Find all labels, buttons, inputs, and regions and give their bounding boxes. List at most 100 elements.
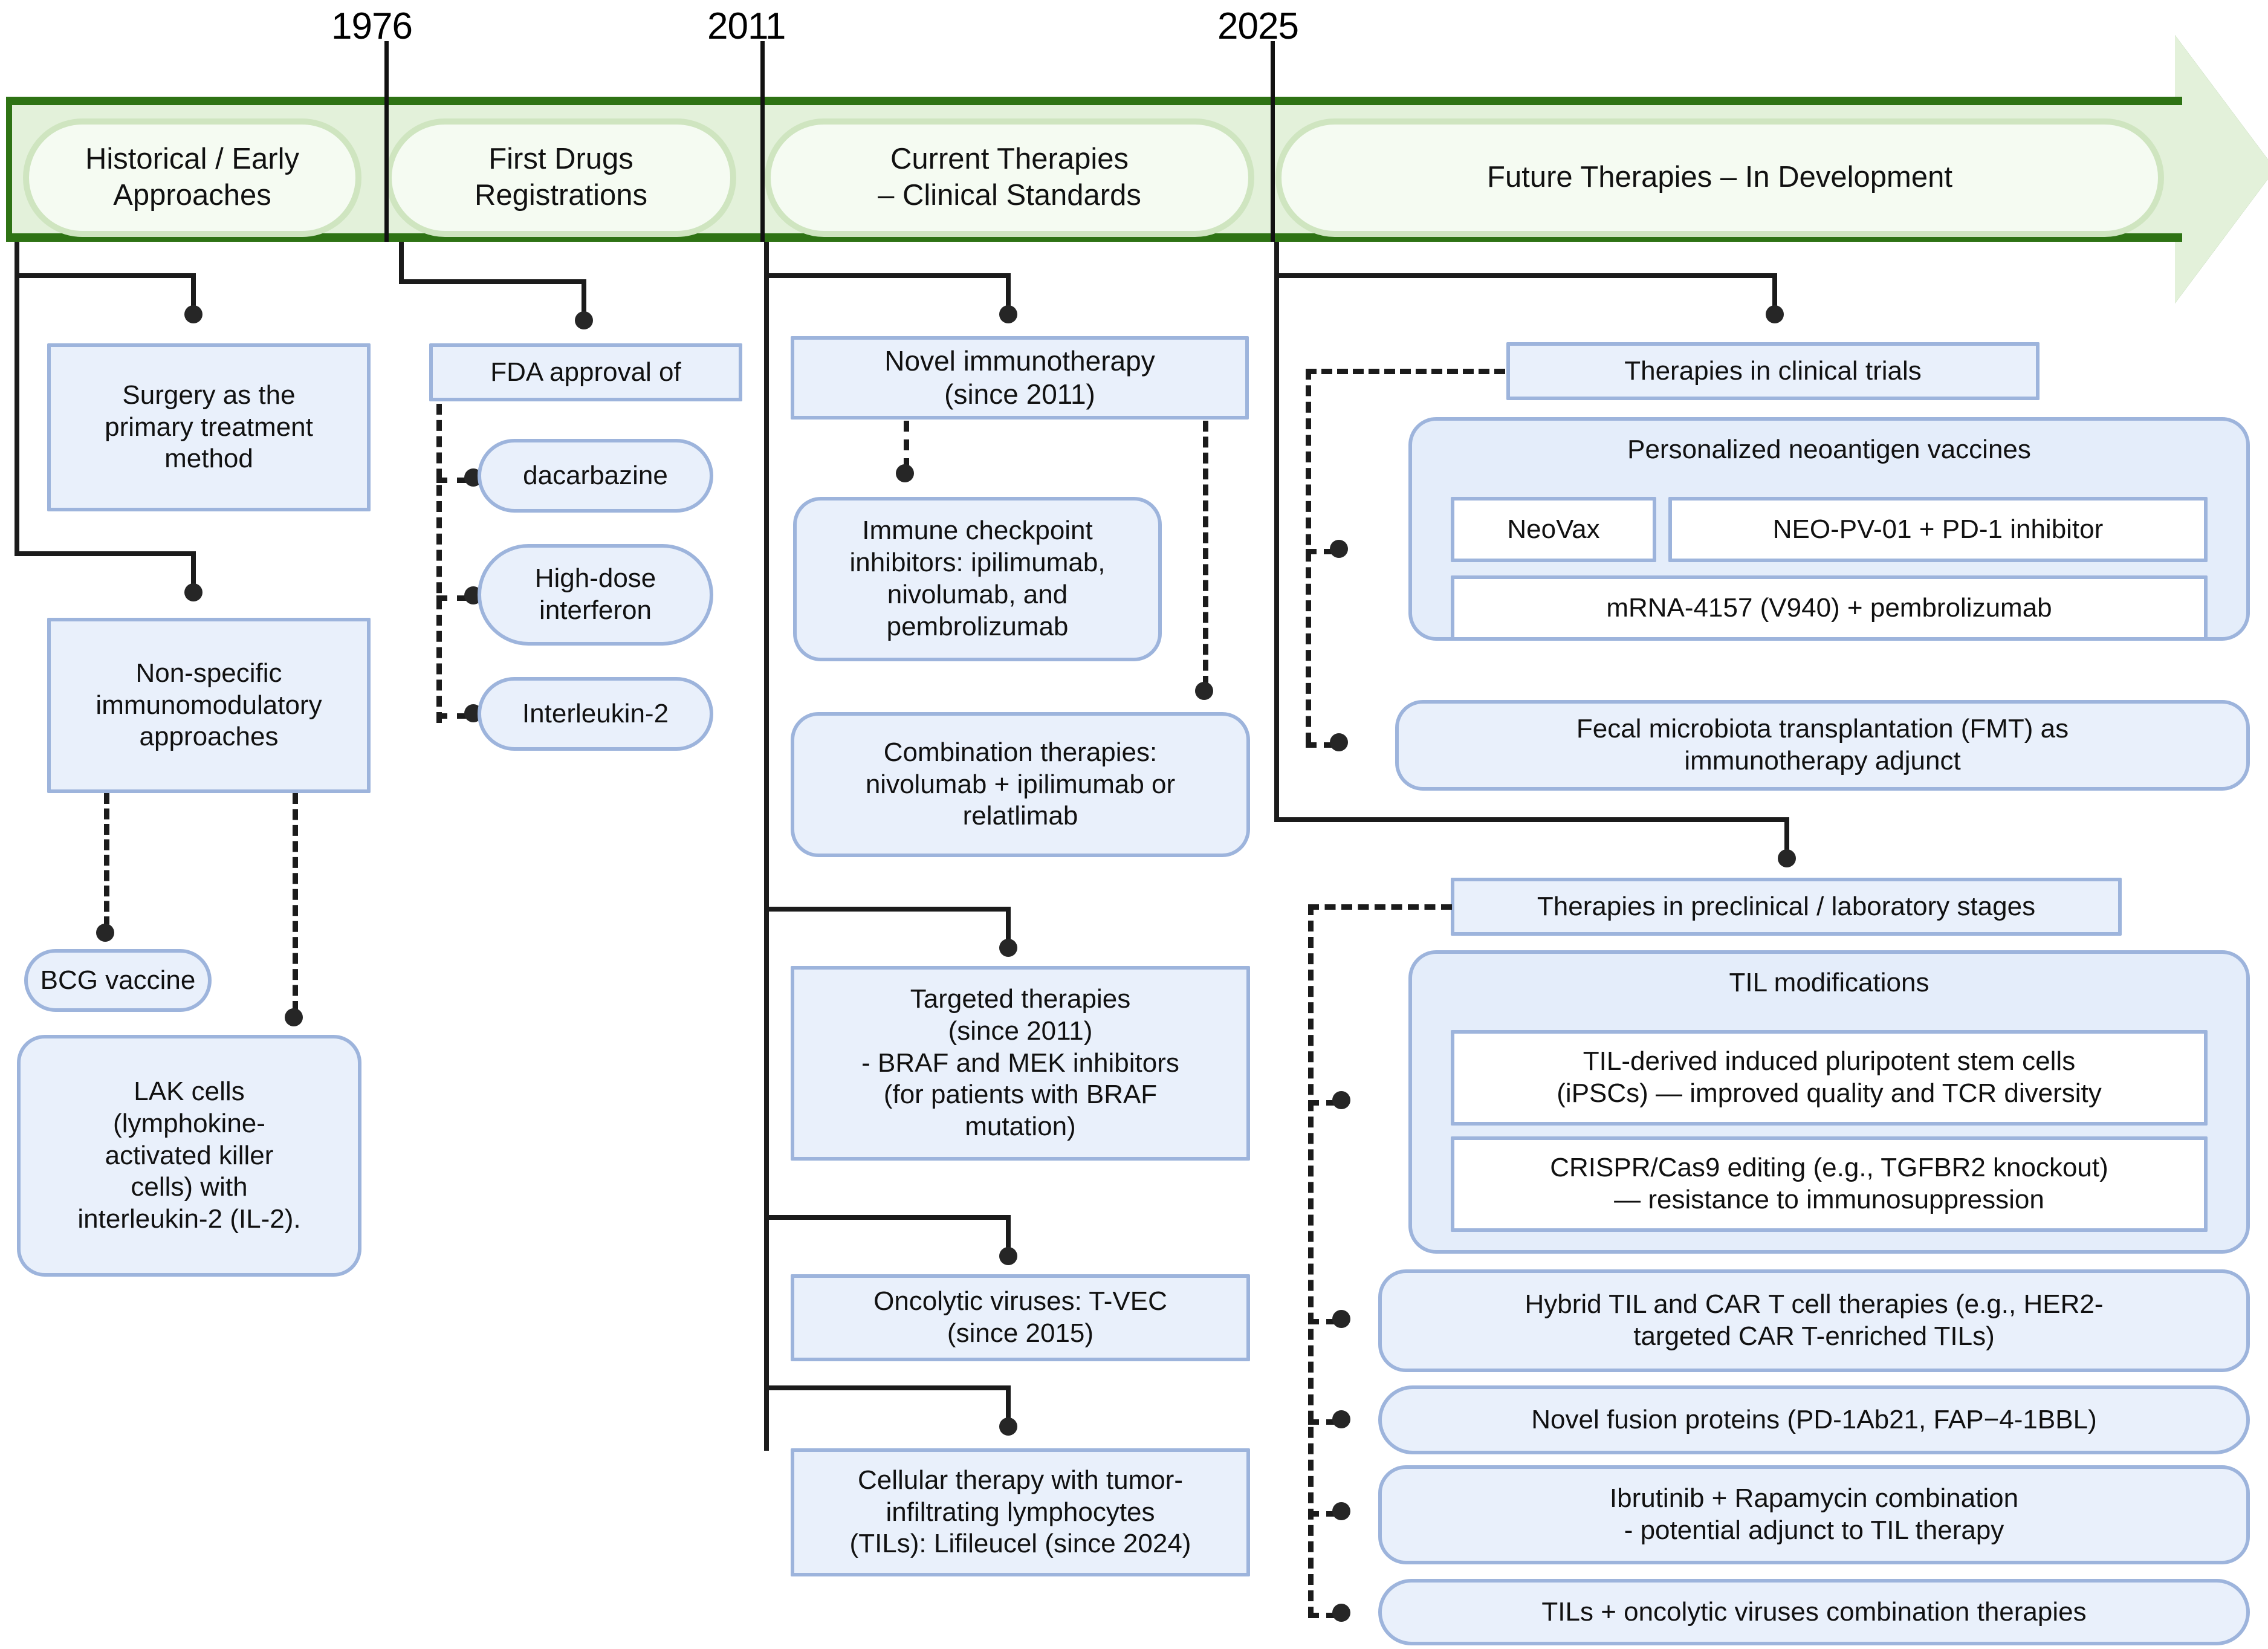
timeline-segment-current-label: Current Therapies– Clinical Standards xyxy=(765,118,1254,237)
group-til-modifications-title: TIL modifications xyxy=(1729,968,1929,997)
connector-dashed-lak xyxy=(293,793,298,1012)
node-interleukin-2[interactable]: Interleukin-2 xyxy=(478,677,713,751)
node-tils-oncolytic[interactable]: TILs + oncolytic viruses combination the… xyxy=(1378,1579,2250,1645)
connector-dashed-combination xyxy=(1203,421,1208,687)
timeline-divider-1976 xyxy=(384,97,389,242)
connector-historical-branch-2 xyxy=(15,551,196,556)
connector-dashed-trials-spine xyxy=(1306,369,1311,744)
node-clinical-trials-header[interactable]: Therapies in clinical trials xyxy=(1506,342,2040,400)
node-fda-approval[interactable]: FDA approval of xyxy=(429,343,742,401)
node-neo-pv-01-label: NEO-PV-01 + PD-1 inhibitor xyxy=(1772,514,2104,544)
connector-dashed-tils-oncolytic xyxy=(1308,1613,1337,1618)
node-dacarbazine-label: dacarbazine xyxy=(523,460,668,490)
connector-future-branch-trials xyxy=(1274,273,1777,278)
timeline-segment-future-label: Future Therapies – In Development xyxy=(1275,118,2164,237)
connector-current-branch-4 xyxy=(764,1385,1011,1390)
connector-dot-oncolytic xyxy=(999,1247,1017,1265)
connector-dashed-drug-1 xyxy=(436,478,468,483)
connector-dashed-fmt xyxy=(1306,742,1335,748)
connector-current-spine xyxy=(764,242,769,1451)
connector-dot-til-mods xyxy=(1332,1091,1350,1109)
node-oncolytic-viruses[interactable]: Oncolytic viruses: T-VEC(since 2015) xyxy=(791,1274,1250,1361)
node-cellular-therapy[interactable]: Cellular therapy with tumor-infiltrating… xyxy=(791,1448,1250,1576)
timeline-segment-future[interactable]: Future Therapies – In Development xyxy=(1275,118,2164,237)
connector-dashed-trials-top xyxy=(1306,369,1505,374)
node-cellular-therapy-label: Cellular therapy with tumor-infiltrating… xyxy=(849,1465,1191,1559)
year-tick-2025 xyxy=(1271,41,1275,99)
node-ipsc[interactable]: TIL-derived induced pluripotent stem cel… xyxy=(1451,1030,2208,1126)
connector-dot-bcg xyxy=(96,924,114,942)
node-fda-approval-label: FDA approval of xyxy=(490,357,681,387)
node-hybrid-til-car-t[interactable]: Hybrid TIL and CAR T cell therapies (e.g… xyxy=(1378,1269,2250,1372)
node-ibrutinib-rapamycin-label: Ibrutinib + Rapamycin combination- poten… xyxy=(1609,1483,2019,1545)
connector-current-drop-2 xyxy=(1006,907,1011,944)
connector-dashed-drug-3 xyxy=(436,713,468,719)
node-novel-immunotherapy[interactable]: Novel immunotherapy(since 2011) xyxy=(791,336,1249,420)
connector-dot-fmt xyxy=(1330,733,1348,751)
node-oncolytic-viruses-label: Oncolytic viruses: T-VEC(since 2015) xyxy=(873,1286,1167,1348)
group-neoantigen-vaccines-title: Personalized neoantigen vaccines xyxy=(1627,435,2031,464)
connector-firstdrugs-drop xyxy=(582,279,586,317)
connector-dot-fusion xyxy=(1332,1410,1350,1428)
node-dacarbazine[interactable]: dacarbazine xyxy=(478,439,713,513)
connector-current-branch-2 xyxy=(764,907,1011,912)
node-ibrutinib-rapamycin[interactable]: Ibrutinib + Rapamycin combination- poten… xyxy=(1378,1465,2250,1564)
node-mrna-4157[interactable]: mRNA-4157 (V940) + pembrolizumab xyxy=(1451,575,2208,641)
node-bcg-vaccine-label: BCG vaccine xyxy=(40,965,196,995)
connector-dashed-hybrid xyxy=(1308,1319,1337,1324)
node-crispr-label: CRISPR/Cas9 editing (e.g., TGFBR2 knocko… xyxy=(1550,1153,2108,1214)
node-crispr[interactable]: CRISPR/Cas9 editing (e.g., TGFBR2 knocko… xyxy=(1451,1136,2208,1232)
connector-dashed-bcg xyxy=(104,793,109,927)
node-combination-therapies-label: Combination therapies:nivolumab + ipilim… xyxy=(865,737,1176,831)
connector-dot-checkpoint xyxy=(896,464,914,482)
node-neo-pv-01[interactable]: NEO-PV-01 + PD-1 inhibitor xyxy=(1668,497,2208,562)
connector-dashed-preclinical-spine xyxy=(1308,904,1314,1618)
connector-dot-preclinical xyxy=(1778,849,1796,867)
connector-firstdrugs-branch xyxy=(399,279,586,284)
node-targeted-therapies-label: Targeted therapies(since 2011)- BRAF and… xyxy=(861,984,1179,1142)
connector-dot-cellular xyxy=(999,1417,1017,1436)
connector-future-drop-preclinical xyxy=(1784,817,1789,855)
connector-dot-novel-immunotherapy xyxy=(999,305,1017,323)
timeline-divider-2025 xyxy=(1271,97,1275,242)
year-label-2025: 2025 xyxy=(1217,5,1299,47)
node-mrna-4157-label: mRNA-4157 (V940) + pembrolizumab xyxy=(1606,592,2052,623)
node-fmt[interactable]: Fecal microbiota transplantation (FMT) a… xyxy=(1395,700,2250,791)
connector-current-drop-4 xyxy=(1006,1385,1011,1423)
connector-future-branch-preclinical xyxy=(1274,817,1789,822)
node-fmt-label: Fecal microbiota transplantation (FMT) a… xyxy=(1576,714,2069,776)
connector-future-spine xyxy=(1274,242,1279,822)
connector-historical-drop-2 xyxy=(191,551,196,589)
connector-dot-targeted xyxy=(999,939,1017,957)
node-fusion-proteins[interactable]: Novel fusion proteins (PD-1Ab21, FAP−4-1… xyxy=(1378,1385,2250,1454)
connector-dot-fda xyxy=(575,311,593,329)
connector-future-drop-trials xyxy=(1772,273,1777,311)
node-fusion-proteins-label: Novel fusion proteins (PD-1Ab21, FAP−4-1… xyxy=(1531,1404,2097,1434)
connector-dashed-neoantigen xyxy=(1306,549,1335,554)
connector-dot-lak xyxy=(285,1008,303,1026)
connector-current-drop-1 xyxy=(1006,273,1011,311)
connector-dashed-checkpoint xyxy=(904,421,909,469)
connector-dot-hybrid xyxy=(1332,1310,1350,1328)
node-neovax[interactable]: NeoVax xyxy=(1451,497,1656,562)
node-preclinical-header[interactable]: Therapies in preclinical / laboratory st… xyxy=(1451,878,2122,936)
connector-historical-branch-1 xyxy=(15,273,196,278)
connector-dashed-preclinical-top xyxy=(1308,904,1452,910)
node-targeted-therapies[interactable]: Targeted therapies(since 2011)- BRAF and… xyxy=(791,966,1250,1161)
timeline-segment-current[interactable]: Current Therapies– Clinical Standards xyxy=(765,118,1254,237)
node-bcg-vaccine[interactable]: BCG vaccine xyxy=(24,949,212,1012)
node-novel-immunotherapy-label: Novel immunotherapy(since 2011) xyxy=(884,345,1155,410)
node-combination-therapies[interactable]: Combination therapies:nivolumab + ipilim… xyxy=(791,712,1250,857)
